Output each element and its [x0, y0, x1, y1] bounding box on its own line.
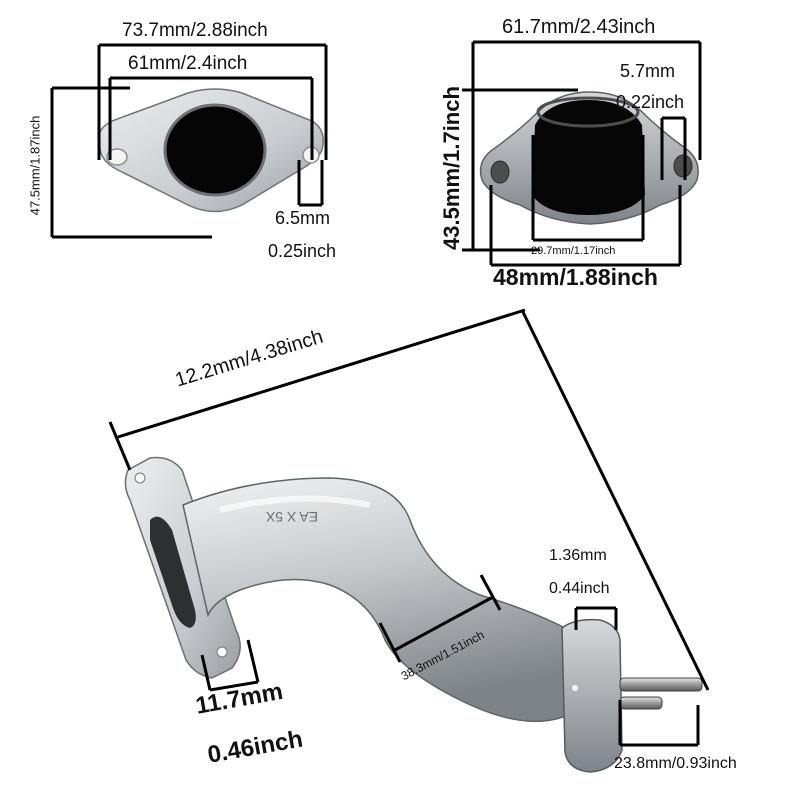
- stud-length-label: 23.8mm/0.93inch: [614, 755, 737, 772]
- overall-width-label: 61.7mm/2.43inch: [502, 16, 656, 38]
- exhaust-pipe: [124, 456, 703, 773]
- casting-mark: EA X 5X: [265, 509, 318, 525]
- dimension-lines-pipe: [108, 308, 710, 747]
- bolt-hole-inch-label: 0.25inch: [268, 241, 337, 261]
- port-diameter-label: 29.7mm/1.17inch: [531, 245, 616, 257]
- stud-inch-label: 0.22inch: [616, 92, 685, 112]
- flange-height-label: 47.5mm/1.87inch: [27, 115, 43, 216]
- hole-spacing-label: 61mm/2.4inch: [128, 53, 248, 74]
- outlet-flange-mm-label: 1.36mm: [549, 547, 607, 564]
- flange-top-left: [98, 88, 324, 213]
- overall-width-label: 73.7mm/2.88inch: [122, 20, 268, 41]
- flange-top-right: [479, 91, 699, 225]
- stud-mm-label: 5.7mm: [620, 61, 676, 81]
- flange-height-label: 43.5mm/1.7inch: [439, 86, 464, 250]
- outlet-flange-inch-label: 0.44inch: [549, 580, 610, 597]
- dimension-lines-top-right: [462, 40, 702, 267]
- bolt-hole-mm-label: 6.5mm: [275, 208, 331, 228]
- stud-spacing-label: 48mm/1.88inch: [493, 264, 658, 290]
- dimension-lines-top-left: [50, 43, 328, 239]
